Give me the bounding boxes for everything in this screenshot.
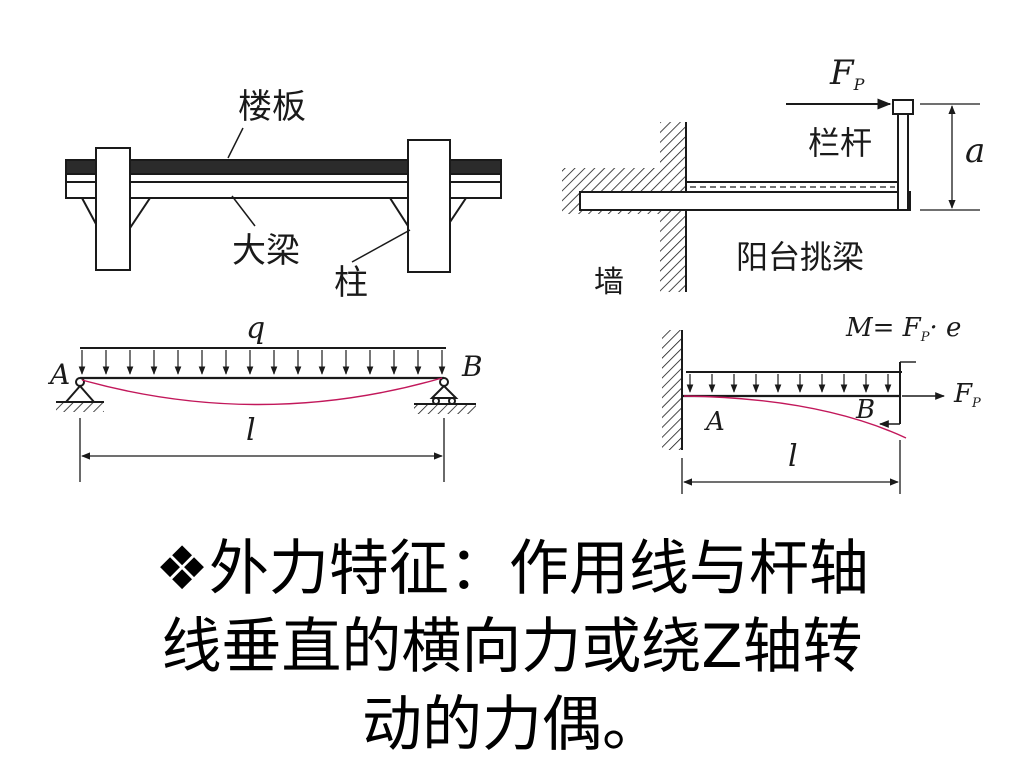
main-beam-shape bbox=[65, 181, 502, 199]
cantilever-figure bbox=[662, 330, 945, 494]
floor-beam-figure bbox=[65, 127, 502, 273]
floor-slab-label: 楼板 bbox=[238, 87, 306, 127]
cantilever-beam-shape bbox=[579, 191, 911, 211]
moment-formula: M= FP· e bbox=[845, 313, 961, 345]
simple-beam-deflection bbox=[81, 377, 443, 406]
railing-post-shape bbox=[897, 111, 909, 211]
balcony-figure bbox=[562, 98, 980, 292]
column-label: 柱 bbox=[334, 263, 368, 303]
force-fp-label: FP bbox=[829, 53, 865, 94]
axial-fp-label: FP bbox=[953, 379, 981, 411]
cantilever-load-arrows bbox=[686, 374, 892, 393]
railing-label: 栏杆 bbox=[808, 124, 872, 162]
fixed-wall-shape bbox=[662, 330, 682, 450]
balcony-beam-label: 阳台挑梁 bbox=[736, 238, 864, 276]
right-column-shape bbox=[407, 139, 451, 273]
caption-line-2: 线垂直的横向力或绕Z轴转 bbox=[161, 612, 863, 682]
caption-line-1: ❖外力特征：作用线与杆轴 bbox=[155, 534, 869, 604]
caption-text: ❖外力特征：作用线与杆轴 线垂直的横向力或绕Z轴转 动的力偶。 bbox=[0, 530, 1024, 764]
cantilever-a-label: A bbox=[704, 407, 725, 437]
cantilever-deflection bbox=[683, 395, 907, 439]
simple-beam-figure bbox=[56, 347, 476, 482]
span-l-label: l bbox=[246, 413, 256, 448]
cantilever-b-label: B bbox=[855, 395, 875, 425]
height-a-label: a bbox=[965, 131, 985, 171]
left-column-shape bbox=[95, 147, 131, 271]
wall-label: 墙 bbox=[594, 265, 624, 300]
load-q-label: q bbox=[246, 311, 265, 346]
support-a-label: A bbox=[47, 358, 70, 391]
cantilever-l-label: l bbox=[788, 439, 798, 474]
support-b-label: B bbox=[461, 350, 483, 383]
distributed-load-arrows bbox=[78, 350, 446, 375]
roller-support-b bbox=[429, 384, 459, 399]
caption-line-3: 动的力偶。 bbox=[362, 690, 662, 760]
main-beam-label: 大梁 bbox=[232, 231, 300, 271]
